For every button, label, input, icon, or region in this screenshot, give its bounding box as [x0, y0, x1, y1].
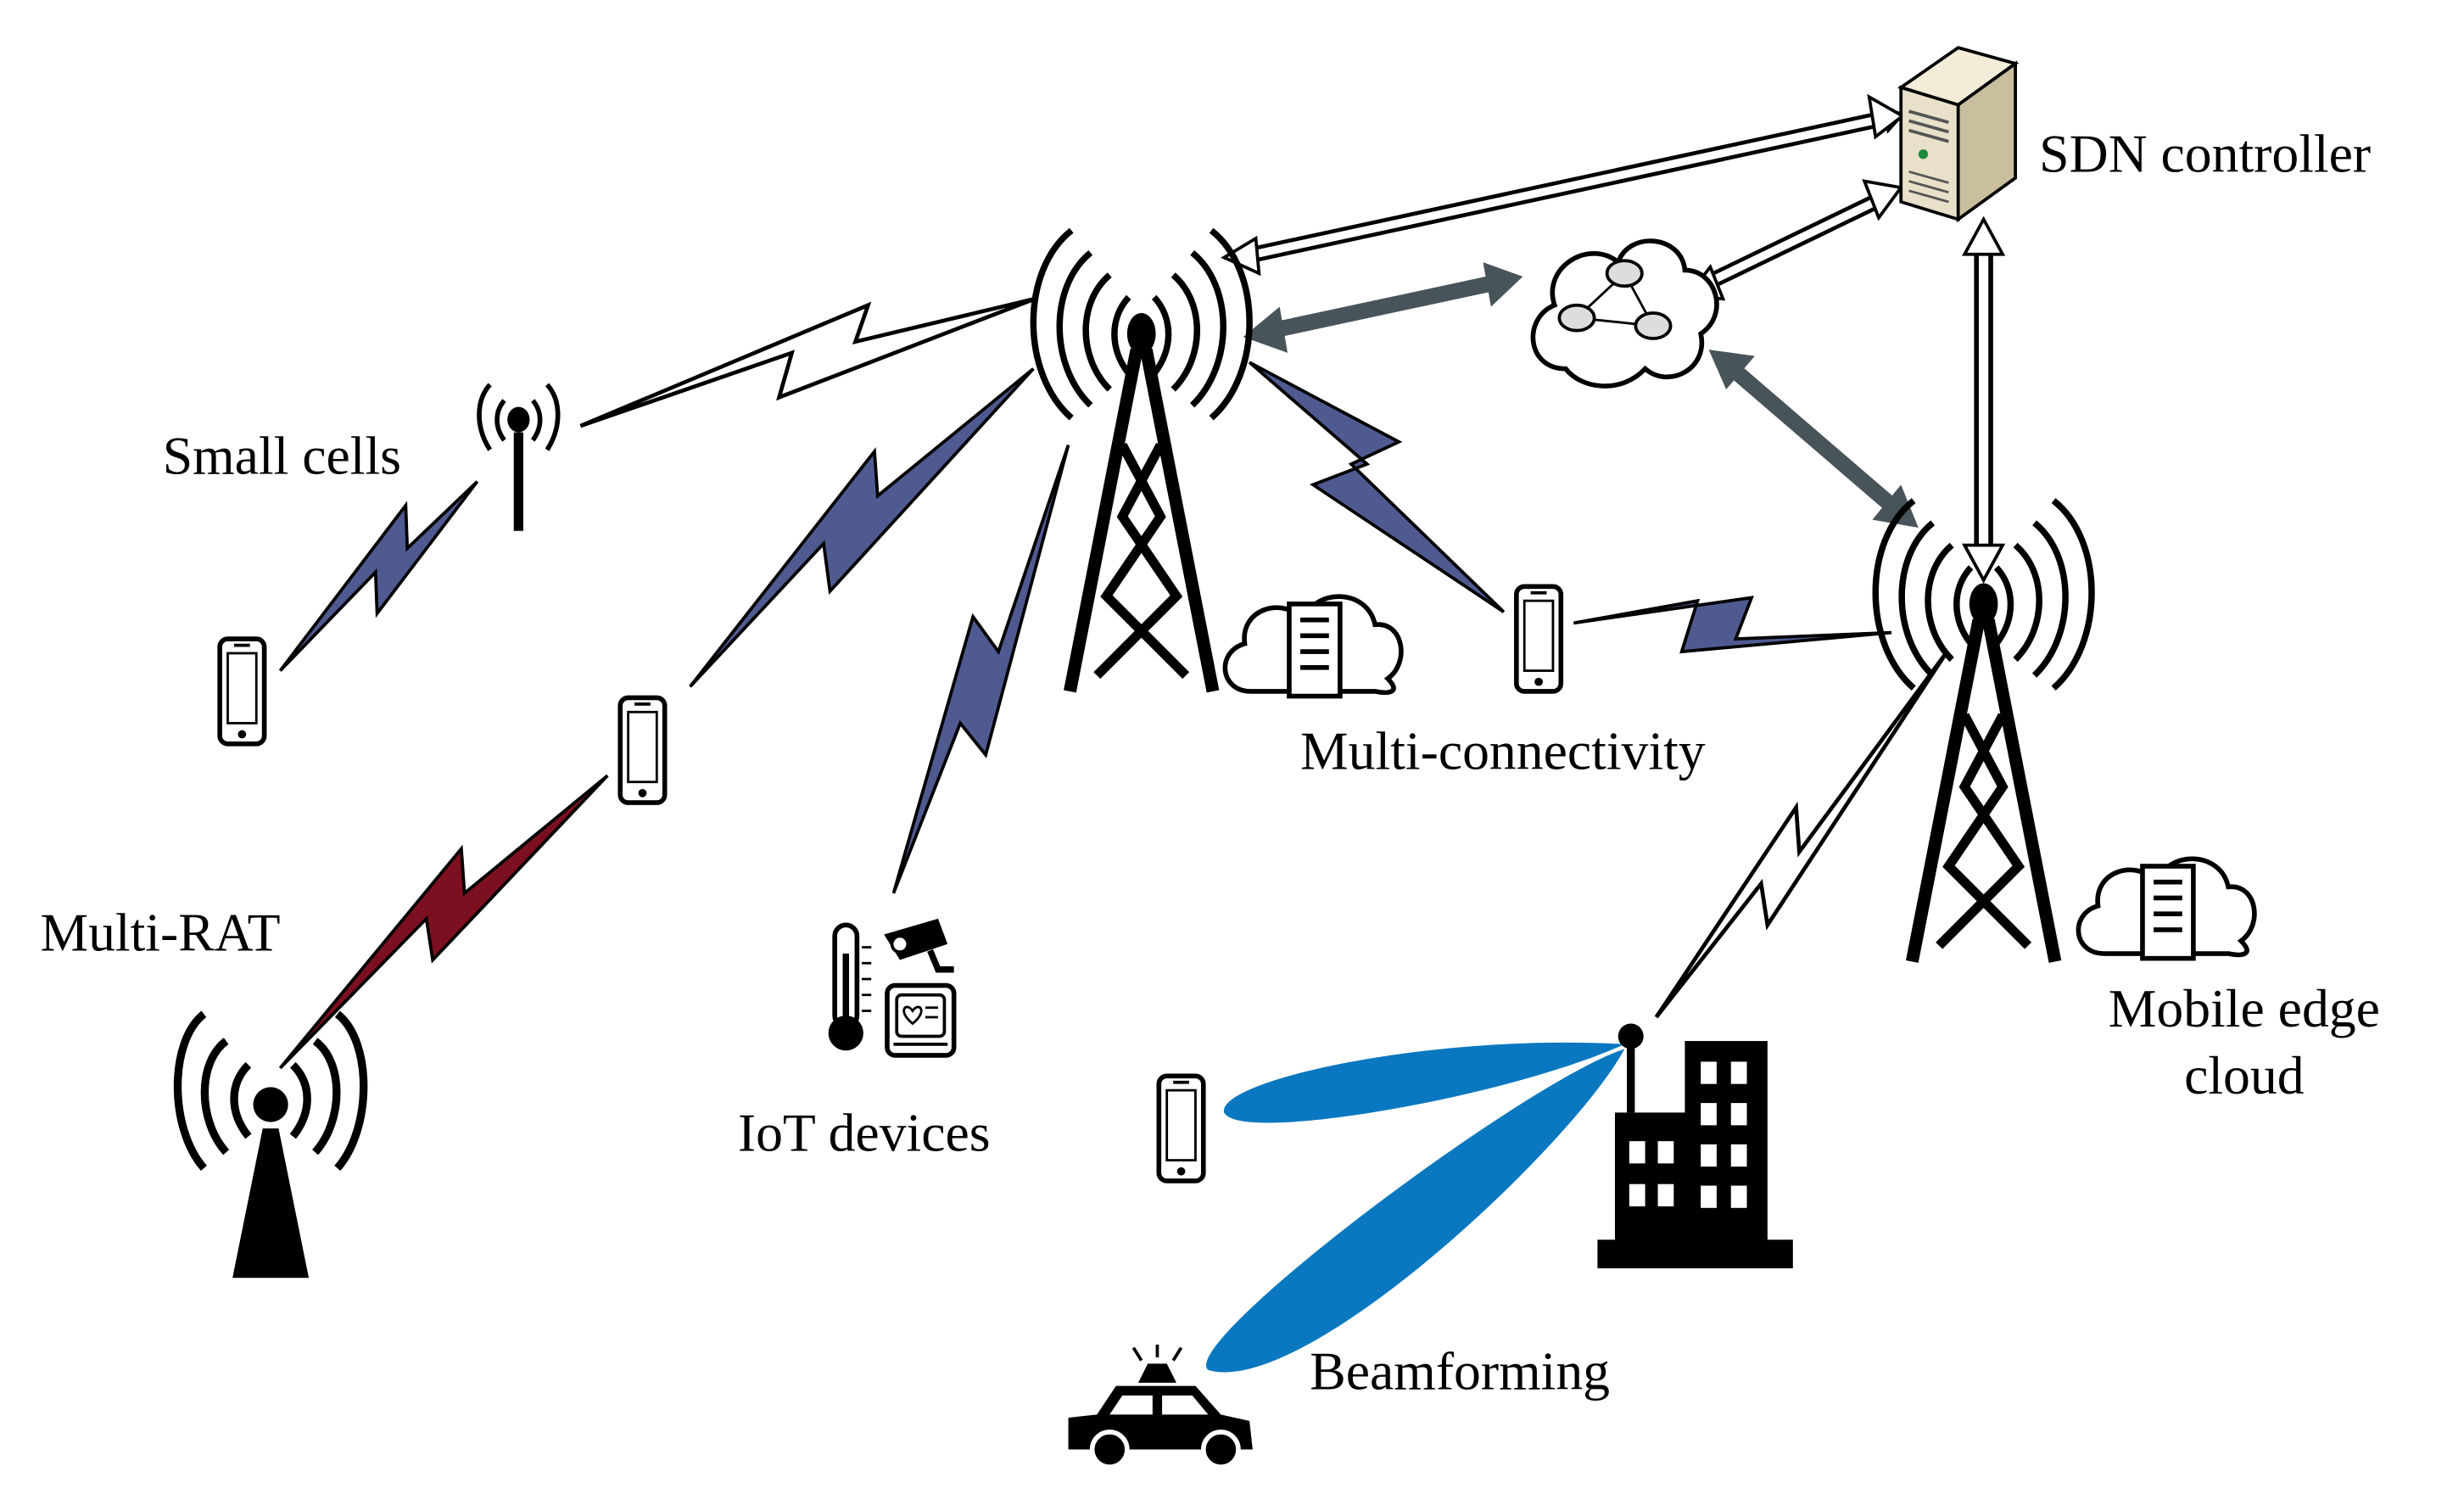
multi-rat-label: Multi-RAT — [40, 902, 280, 962]
macro-edge-cloud-icon — [1225, 596, 1400, 696]
link-edge-to-multiconn-phone — [1573, 596, 1892, 654]
mobile-edge-cloud-icon — [2078, 859, 2254, 958]
building-icon — [1597, 1023, 1793, 1268]
link-edge-to-building — [1654, 650, 1949, 1019]
beam-lobe-to-car — [1206, 1049, 1625, 1373]
link-macro-to-phone — [689, 367, 1035, 688]
beam-lobe-to-phone — [1223, 1042, 1625, 1123]
mobile-edge-cloud-label-line2: cloud — [2184, 1045, 2305, 1105]
sdn-arrow-to-macro-tower — [1221, 93, 1906, 277]
beamforming-label: Beamforming — [1310, 1340, 1610, 1401]
macro-base-station-icon — [1033, 231, 1249, 691]
multi-rat-base-station-icon — [173, 1010, 368, 1279]
multi-connectivity-label: Multi-connectivity — [1300, 721, 1706, 781]
vehicle-icon — [1068, 1344, 1253, 1469]
phone-icon-multi-rat — [620, 697, 664, 803]
core-network-cloud-icon — [1530, 238, 1719, 389]
link-macro-to-small-cell — [579, 296, 1036, 428]
sdn-arrow-to-core-cloud — [1685, 179, 1904, 301]
link-small-cell-to-phone — [278, 480, 479, 672]
phone-icon-beamforming — [1159, 1076, 1203, 1181]
phone-icon-small-cell — [220, 639, 264, 744]
sdn-arrow-to-edge-tower — [1961, 215, 2006, 584]
sdn-controller-label: SDN controller — [2039, 123, 2371, 183]
link-macro-to-iot — [891, 444, 1070, 894]
iot-devices-icon — [828, 918, 957, 1058]
small-cells-label: Small cells — [163, 425, 401, 485]
phone-icon-multi-connectivity — [1517, 586, 1561, 691]
mobile-edge-cloud-label-line1: Mobile edge — [2109, 978, 2380, 1038]
link-multirat-to-phone — [278, 774, 609, 1070]
core-arrow-macro-to-cloud — [1243, 262, 1523, 353]
link-macro-to-multiconn-phone — [1248, 361, 1506, 613]
core-arrow-cloud-to-edge — [1708, 350, 1919, 528]
iot-devices-label: IoT devices — [738, 1102, 991, 1162]
small-cell-antenna-icon — [477, 383, 561, 531]
sdn-controller-server-icon — [1897, 46, 2020, 223]
